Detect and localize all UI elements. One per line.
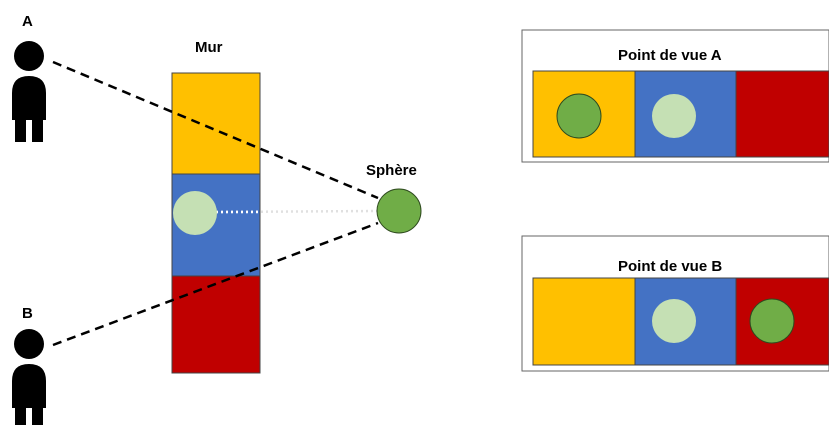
view-b-panel: Point de vue B [521,235,829,372]
person-b-icon [12,329,46,425]
sight-line-b [52,221,379,347]
person-b-label: B [22,305,33,322]
wall-label: Mur [195,39,223,56]
sphere [376,188,422,234]
person-a-icon [12,41,46,142]
view-a-panel: Point de vue A [521,29,829,163]
sight-line-a [52,60,379,200]
sphere-label: Sphère [366,162,417,179]
view-a-red [735,70,829,158]
view-a-title: Point de vue A [618,47,722,64]
wall-segment-red [171,275,261,374]
wall-pale-sphere [173,191,217,235]
view-b-yellow [532,277,636,366]
view-a-pale-sphere [652,94,696,138]
projection-dotted-line [215,209,379,214]
view-a-green-sphere [556,93,602,139]
view-b-green-sphere [749,298,795,344]
wall [171,72,261,374]
person-a-label: A [22,13,33,30]
view-b-title: Point de vue B [618,258,722,275]
wall-segment-yellow [171,72,261,175]
view-b-pale-sphere [652,299,696,343]
